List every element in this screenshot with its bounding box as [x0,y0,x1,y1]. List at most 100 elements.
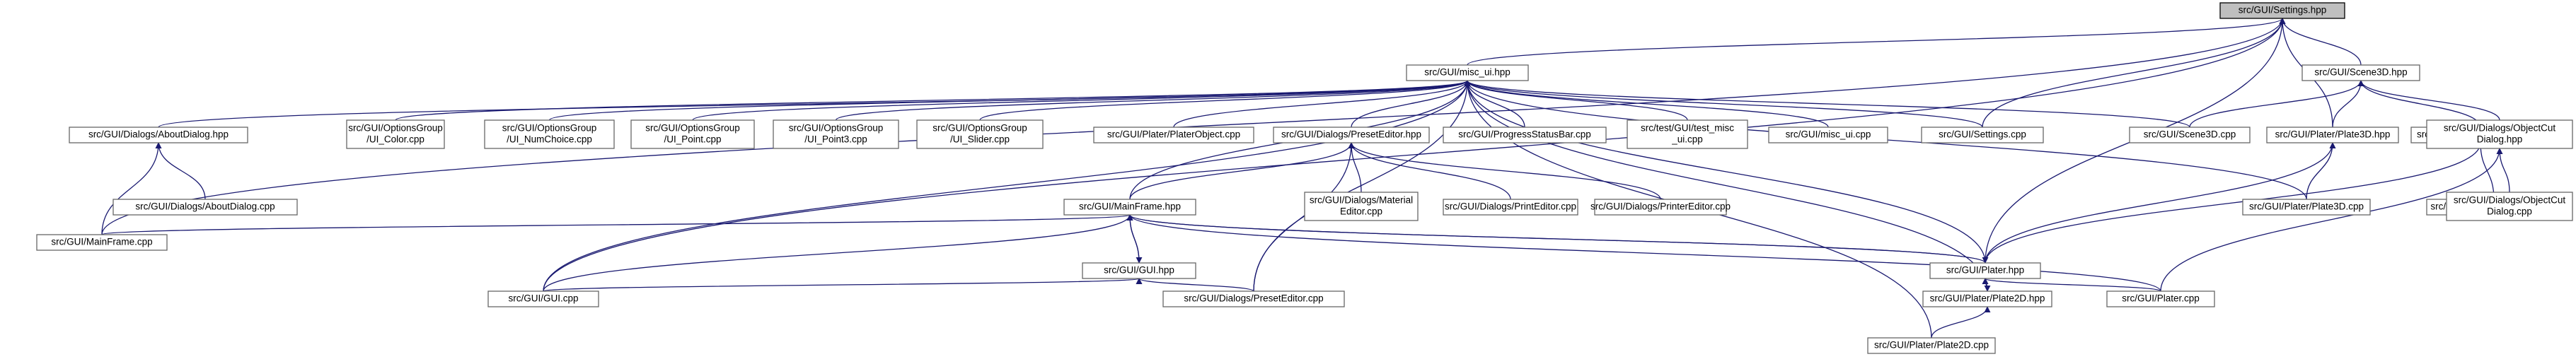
edge-scene3d_hpp-to-preview3d_hpp [2357,80,2481,128]
node-test-misc-cpp[interactable]: src/test/GUI/test_misc_ui.cpp [1627,119,1748,149]
edge-plate3d_hpp-to-plate3d_cpp [2306,142,2336,200]
node-scene3d-cpp[interactable]: src/GUI/Scene3D.cpp [2129,127,2251,143]
edge-objectcut_hpp-to-objectcut_cpp [2496,148,2510,193]
node-plater-cpp[interactable]: src/GUI/Plater.cpp [2106,290,2215,307]
edge-mainframe_hpp-to-plater_cpp [1126,214,2161,292]
node-printer-editor-cpp[interactable]: src/GUI/Dialogs/PrinterEditor.cpp [1590,199,1731,216]
node-gui-hpp[interactable]: src/GUI/GUI.hpp [1082,262,1196,279]
node-settings-cpp[interactable]: src/GUI/Settings.cpp [1921,127,2044,143]
node-box[interactable] [1443,127,1607,143]
node-box[interactable] [487,290,599,307]
edge-misc_ui_hpp-to-og_slider [979,80,1471,121]
edge-preset_editor_hpp-to-mainframe_hpp [1129,142,1355,200]
node-box[interactable] [2219,2,2345,19]
edge-preset_editor_hpp-to-preset_editor_cpp [1253,142,1355,292]
edge-preset_editor_hpp-to-print_editor_cpp [1348,142,1511,200]
node-og-point[interactable]: src/GUI/OptionsGroup/UI_Point.cpp [630,119,755,149]
node-box[interactable] [484,119,615,149]
node-about-cpp[interactable]: src/GUI/Dialogs/AboutDialog.cpp [112,199,298,216]
node-og-point3[interactable]: src/GUI/OptionsGroup/UI_Point3.cpp [773,119,899,149]
node-og-color[interactable]: src/GUI/OptionsGroup/UI_Color.cpp [346,119,445,149]
node-box[interactable] [2106,290,2215,307]
edge-misc_ui_hpp-to-og_point [692,80,1471,121]
node-platerobject-cpp[interactable]: src/GUI/Plater/PlaterObject.cpp [1093,127,1254,143]
edge-misc_ui_hpp-to-og_point3 [835,80,1471,121]
node-box[interactable] [2426,119,2573,149]
node-plate3d-cpp[interactable]: src/GUI/Plater/Plate3D.cpp [2242,199,2371,216]
node-mainframe-cpp[interactable]: src/GUI/MainFrame.cpp [36,234,168,251]
node-box[interactable] [36,234,168,251]
edge-settings_hpp-to-scene3d_hpp [2279,18,2362,66]
node-preset-editor-cpp[interactable]: src/GUI/Dialogs/PresetEditor.cpp [1162,290,1345,307]
node-box[interactable] [1929,262,2041,279]
node-mainframe-hpp[interactable]: src/GUI/MainFrame.hpp [1063,199,1196,216]
edge-misc_ui_hpp-to-og_numchoice [548,80,1471,121]
node-plater-hpp[interactable]: src/GUI/Plater.hpp [1929,262,2041,279]
node-box[interactable] [2242,199,2371,216]
node-box[interactable] [1304,192,1419,221]
node-misc-ui-hpp[interactable]: src/GUI/misc_ui.hpp [1406,64,1529,81]
node-box[interactable] [1063,199,1196,216]
node-box[interactable] [1768,127,1888,143]
node-plate2d-cpp[interactable]: src/GUI/Plater/Plate2D.cpp [1867,337,1996,354]
node-scene3d-hpp[interactable]: src/GUI/Scene3D.hpp [2301,64,2420,81]
edge-about_hpp-to-mainframe_cpp [101,142,162,235]
edge-mainframe_hpp-to-mainframe_cpp [101,214,1133,235]
node-plate3d-hpp[interactable]: src/GUI/Plater/Plate3D.hpp [2266,127,2399,143]
edge-scene3d_hpp-to-plate3d_hpp [2332,80,2364,128]
node-settings-hpp[interactable]: src/GUI/Settings.hpp [2219,2,2345,19]
node-box[interactable] [2266,127,2399,143]
edge-preset_editor_hpp-to-material_cpp [1348,142,1362,193]
edge-misc_ui_hpp-to-platerobject_cpp [1173,80,1471,128]
edge-plater_hpp-to-plater_cpp [1982,278,2161,292]
edge-misc_ui_hpp-to-progress_cpp [1464,80,1525,128]
edge-misc_ui_hpp-to-settings_cpp [1464,80,1983,128]
node-box[interactable] [1273,127,1430,143]
node-box[interactable] [916,119,1044,149]
node-box[interactable] [112,199,298,216]
node-box[interactable] [1867,337,1996,354]
node-box[interactable] [1443,199,1578,216]
node-box[interactable] [2129,127,2251,143]
node-box[interactable] [1594,199,1727,216]
node-plate2d-hpp[interactable]: src/GUI/Plater/Plate2D.hpp [1922,290,2052,307]
node-box[interactable] [69,127,248,143]
node-box[interactable] [1406,64,1529,81]
edge-plate3d_hpp-to-plater_hpp [1985,142,2336,264]
node-box[interactable] [346,119,445,149]
node-box[interactable] [1627,119,1748,149]
node-box[interactable] [1082,262,1196,279]
edge-about_hpp-to-about_cpp [155,142,206,200]
edge-preset_editor_hpp-to-printer_editor_cpp [1348,142,1661,200]
node-box[interactable] [773,119,899,149]
node-box[interactable] [1162,290,1345,307]
edge-settings_hpp-to-misc_ui_hpp [1467,18,2286,66]
node-progress-cpp[interactable]: src/GUI/ProgressStatusBar.cpp [1443,127,1607,143]
node-box[interactable] [1922,290,2052,307]
node-box[interactable] [630,119,755,149]
edge-plater_hpp-to-mainframe_hpp [1129,214,1989,264]
edge-plate2d_hpp-to-plate2d_cpp [1931,306,1991,339]
node-print-editor-cpp[interactable]: src/GUI/Dialogs/PrintEditor.cpp [1443,199,1578,216]
node-preset-editor-hpp[interactable]: src/GUI/Dialogs/PresetEditor.hpp [1273,127,1430,143]
edge-misc_ui_hpp-to-gui_cpp [543,80,1471,292]
node-og-numchoice[interactable]: src/GUI/OptionsGroup/UI_NumChoice.cpp [484,119,615,149]
node-og-slider[interactable]: src/GUI/OptionsGroup/UI_Slider.cpp [916,119,1044,149]
node-box[interactable] [2446,192,2573,221]
node-about-hpp[interactable]: src/GUI/Dialogs/AboutDialog.hpp [69,127,248,143]
edge-gui_hpp-to-mainframe_hpp [1129,214,1143,264]
node-box[interactable] [2301,64,2420,81]
edge-scene3d_hpp-to-objectcut_hpp [2357,80,2500,121]
node-box[interactable] [1921,127,2044,143]
node-misc-ui-cpp[interactable]: src/GUI/misc_ui.cpp [1768,127,1888,143]
edge-scene3d_hpp-to-scene3d_cpp [2189,80,2364,128]
edge-misc_ui_hpp-to-misc_ui_cpp [1464,80,1829,128]
edge-preview3d_hpp-to-plater_hpp [1985,142,2484,264]
node-gui-cpp[interactable]: src/GUI/GUI.cpp [487,290,599,307]
edge-mainframe_hpp-to-gui_cpp [543,214,1133,292]
node-box[interactable] [1093,127,1254,143]
